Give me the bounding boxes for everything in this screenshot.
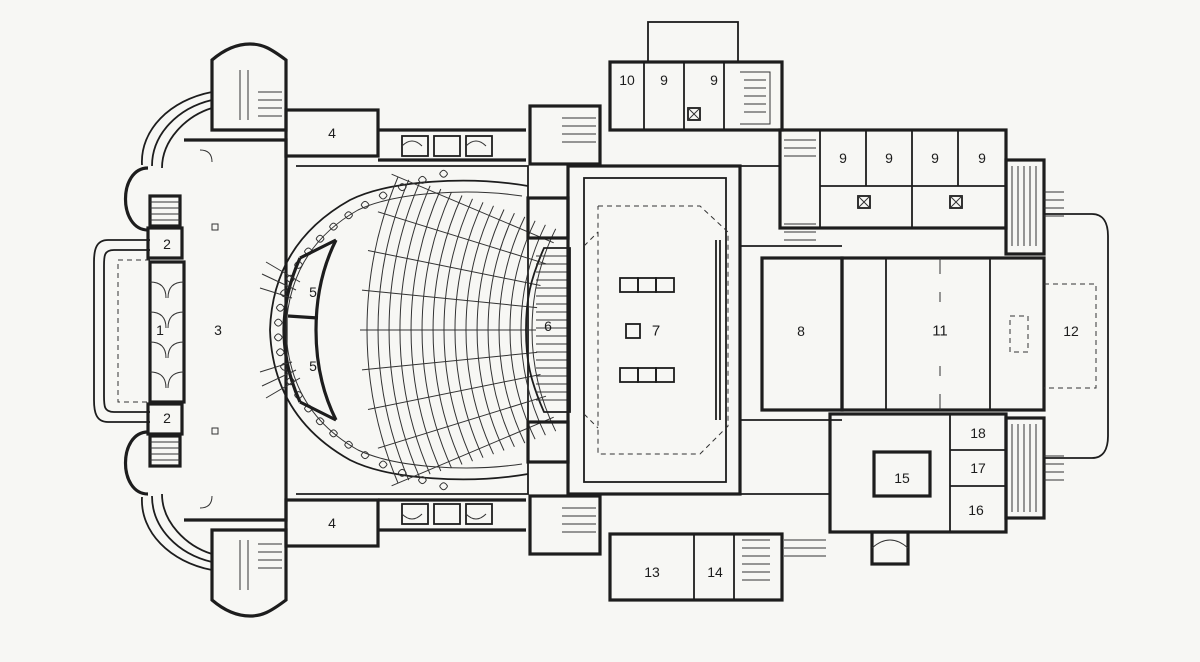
wall-scallop bbox=[378, 464, 388, 469]
wall-scallop bbox=[344, 440, 354, 445]
room-label-11: 11 bbox=[932, 323, 948, 340]
wall-scallop bbox=[329, 222, 338, 227]
wall-scallop bbox=[273, 333, 283, 338]
room-label-5: 5 bbox=[309, 284, 317, 300]
wall-scallop bbox=[360, 454, 370, 460]
wall-scallop bbox=[344, 444, 354, 449]
wall-scallop bbox=[329, 433, 338, 438]
wall-scallop bbox=[329, 226, 338, 231]
wall-scallop bbox=[378, 191, 388, 196]
seat-divider bbox=[361, 289, 538, 309]
room-label-10: 10 bbox=[619, 72, 635, 88]
wall-scallop bbox=[344, 215, 354, 220]
room-label-17: 17 bbox=[970, 460, 986, 476]
room-label-4: 4 bbox=[328, 515, 336, 531]
wall-scallop bbox=[417, 479, 427, 485]
room-labels: 1 2 2 3 4 4 5 5 6 7 8 9 9 9 9 9 9 10 11 … bbox=[156, 72, 1079, 580]
seat-divider bbox=[367, 374, 541, 410]
wall-scallop bbox=[275, 307, 285, 312]
wall-scallop bbox=[439, 482, 449, 487]
room-label-8: 8 bbox=[797, 323, 805, 339]
room-label-16: 16 bbox=[968, 502, 984, 518]
room-label-4: 4 bbox=[328, 125, 336, 141]
room-label-9: 9 bbox=[839, 150, 847, 166]
stage bbox=[526, 21, 784, 602]
rear-stage-wing bbox=[740, 128, 1109, 566]
wall-scallop bbox=[315, 421, 325, 426]
wall-scallop bbox=[273, 322, 283, 327]
room-label-9: 9 bbox=[978, 150, 986, 166]
room-label-12: 12 bbox=[1063, 323, 1079, 339]
wall-scallop bbox=[397, 472, 407, 477]
room-label-2: 2 bbox=[163, 410, 171, 426]
left-foyer-wing bbox=[93, 42, 288, 618]
room-label-9: 9 bbox=[931, 150, 939, 166]
room-label-2: 2 bbox=[163, 236, 171, 252]
seat-divider bbox=[367, 250, 541, 286]
wall-scallop bbox=[275, 351, 285, 357]
room-label-7: 7 bbox=[652, 323, 660, 340]
wall-scallop bbox=[275, 303, 285, 309]
wall-scallop bbox=[360, 204, 370, 209]
seat-divider bbox=[377, 395, 547, 449]
room-label-6: 6 bbox=[544, 318, 552, 334]
room-label-9: 9 bbox=[885, 150, 893, 166]
room-label-3: 3 bbox=[214, 322, 222, 338]
wall-scallop bbox=[315, 417, 325, 422]
seat-divider bbox=[361, 351, 538, 371]
auditorium bbox=[259, 165, 571, 495]
wall-scallop bbox=[275, 348, 285, 353]
wall-scallop bbox=[273, 337, 283, 342]
wall-scallop bbox=[273, 318, 283, 323]
room-label-15: 15 bbox=[894, 470, 910, 486]
room-label-13: 13 bbox=[644, 564, 660, 580]
room-label-9: 9 bbox=[660, 72, 668, 88]
wall-scallop bbox=[417, 476, 427, 481]
room-label-9: 9 bbox=[710, 72, 718, 88]
wall-scallop bbox=[315, 234, 325, 239]
wall-scallop bbox=[439, 485, 449, 491]
wall-scallop bbox=[360, 451, 370, 456]
room-label-1: 1 bbox=[156, 322, 164, 338]
wall-scallop bbox=[329, 429, 338, 434]
wall-scallop bbox=[315, 238, 325, 243]
wall-scallop bbox=[397, 183, 407, 188]
wall-scallop bbox=[360, 200, 370, 206]
room-label-5: 5 bbox=[309, 358, 317, 374]
room-label-18: 18 bbox=[970, 425, 986, 441]
wall-scallop bbox=[378, 195, 388, 200]
wall-scallop bbox=[378, 460, 388, 465]
wall-scallop bbox=[417, 175, 427, 181]
wall-scallop bbox=[417, 179, 427, 184]
side-rooms bbox=[284, 108, 526, 548]
room-label-14: 14 bbox=[707, 564, 723, 580]
wall-scallop bbox=[439, 173, 449, 178]
seat-divider bbox=[377, 211, 547, 265]
wall-scallop bbox=[344, 211, 354, 216]
wall-scallop bbox=[439, 169, 449, 175]
